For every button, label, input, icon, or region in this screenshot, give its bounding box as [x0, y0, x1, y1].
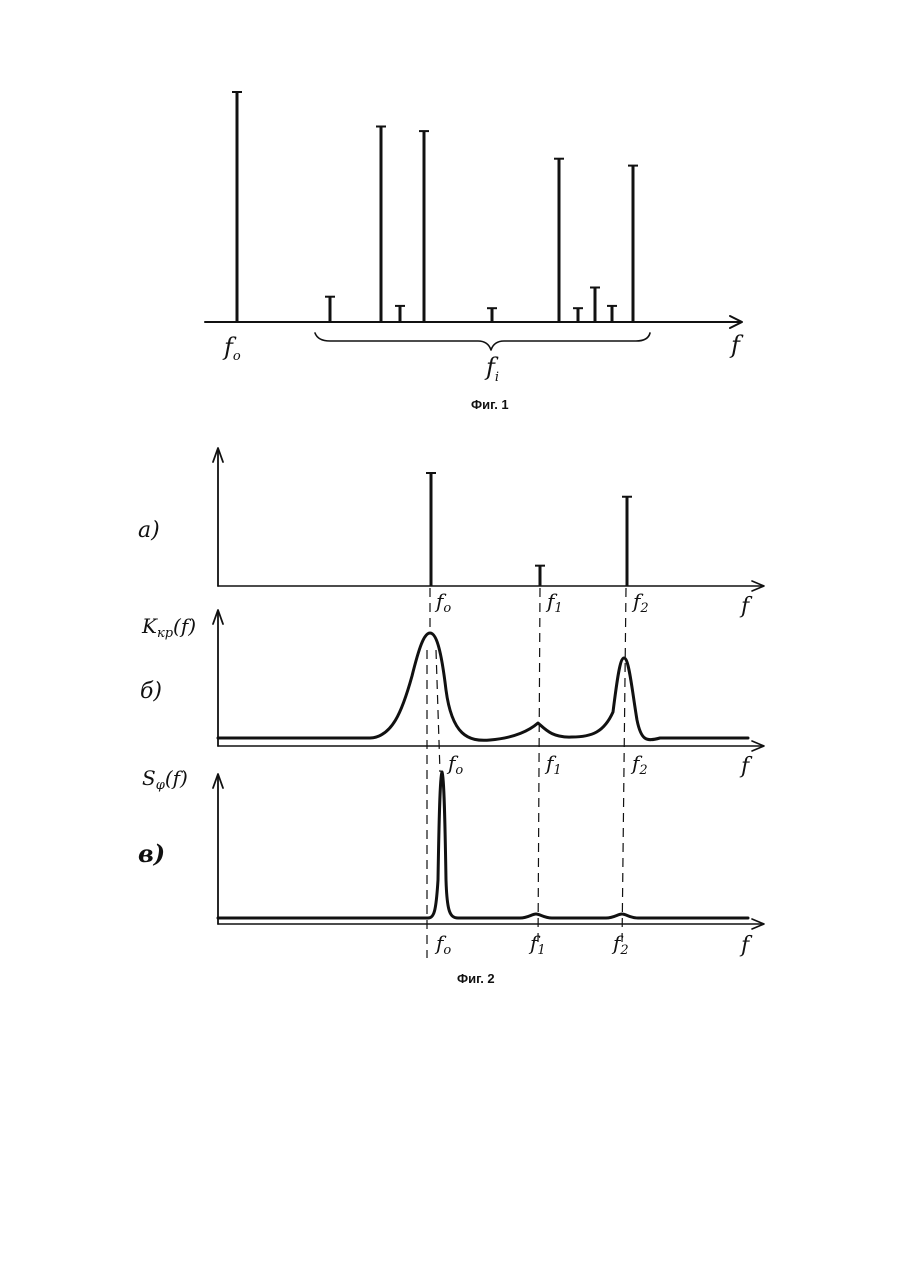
fig1-spectral-line [554, 159, 564, 322]
fig1-spectral-line [419, 131, 429, 322]
fig1-spectral-lines [232, 92, 638, 322]
panel-b-axis-label: f [739, 754, 753, 779]
panel-b-transfer-curve [218, 633, 748, 740]
panel-c-spectrum-curve [218, 772, 748, 918]
panel-c-tick-f1: f1 [528, 931, 546, 958]
panel-a-tick-f1: f1 [545, 589, 563, 616]
panel-b-letter: б) [140, 679, 162, 704]
figure-1: fo fi f Фиг. 1 [205, 92, 744, 412]
fig2-panel-a: а) f fo f1 f2 [138, 448, 764, 619]
panel-b-tick-f2: f2 [630, 751, 648, 778]
fig1-spectral-line [376, 127, 386, 323]
fig2-caption: Фиг. 2 [457, 971, 495, 986]
fig1-spectral-line [607, 306, 617, 322]
panel-b-tick-f1: f1 [544, 751, 562, 778]
panel-a-line-f2 [622, 497, 632, 586]
fig1-spectral-line [628, 166, 638, 322]
guide-f1 [538, 588, 540, 945]
fig2-panel-c: Sφ(f) в) f fo f1 f2 [138, 766, 764, 958]
panel-c-letter: в) [138, 839, 165, 868]
panel-a-tick-f0: fo [434, 589, 451, 616]
panel-a-axis-label: f [739, 594, 753, 619]
fig1-brace-label: fi [484, 353, 499, 385]
fig2-panel-b: Kкр(f) б) f fo f1 f2 [140, 610, 764, 779]
guide-f2 [622, 588, 626, 945]
panel-c-axis-label: f [739, 933, 753, 958]
panel-b-tick-f0: fo [446, 751, 463, 778]
panel-a-line-f1 [535, 566, 545, 586]
fig1-spectral-line [573, 308, 583, 322]
panel-a-spectral-lines [426, 473, 632, 586]
fig1-spectral-line [487, 308, 497, 322]
fig1-spectral-line [325, 297, 335, 322]
fig1-brace [315, 333, 650, 350]
fig1-brace-sub: i [495, 370, 499, 385]
panel-a-tick-f2: f2 [631, 589, 649, 616]
fig1-axis-label: f [729, 331, 744, 359]
panel-a-line-f0 [426, 473, 436, 586]
fig1-carrier-sub: o [233, 349, 241, 364]
fig1-spectral-line [395, 306, 405, 322]
fig1-spectral-line [590, 288, 600, 323]
fig1-carrier-label: fo [222, 333, 241, 364]
panel-a-letter: а) [138, 518, 160, 543]
panel-c-tick-f2: f2 [611, 931, 629, 958]
panel-b-ylabel: Kкр(f) [141, 614, 196, 641]
fig1-spectral-line [232, 92, 242, 322]
panel-c-ylabel: Sφ(f) [142, 766, 188, 793]
guide-f0-right [436, 650, 440, 772]
panel-c-tick-f0: fo [434, 931, 451, 958]
fig1-caption: Фиг. 1 [471, 397, 509, 412]
figure-2: а) f fo f1 f2 Kкр(f) б) f fo f1 f2 [138, 448, 764, 986]
